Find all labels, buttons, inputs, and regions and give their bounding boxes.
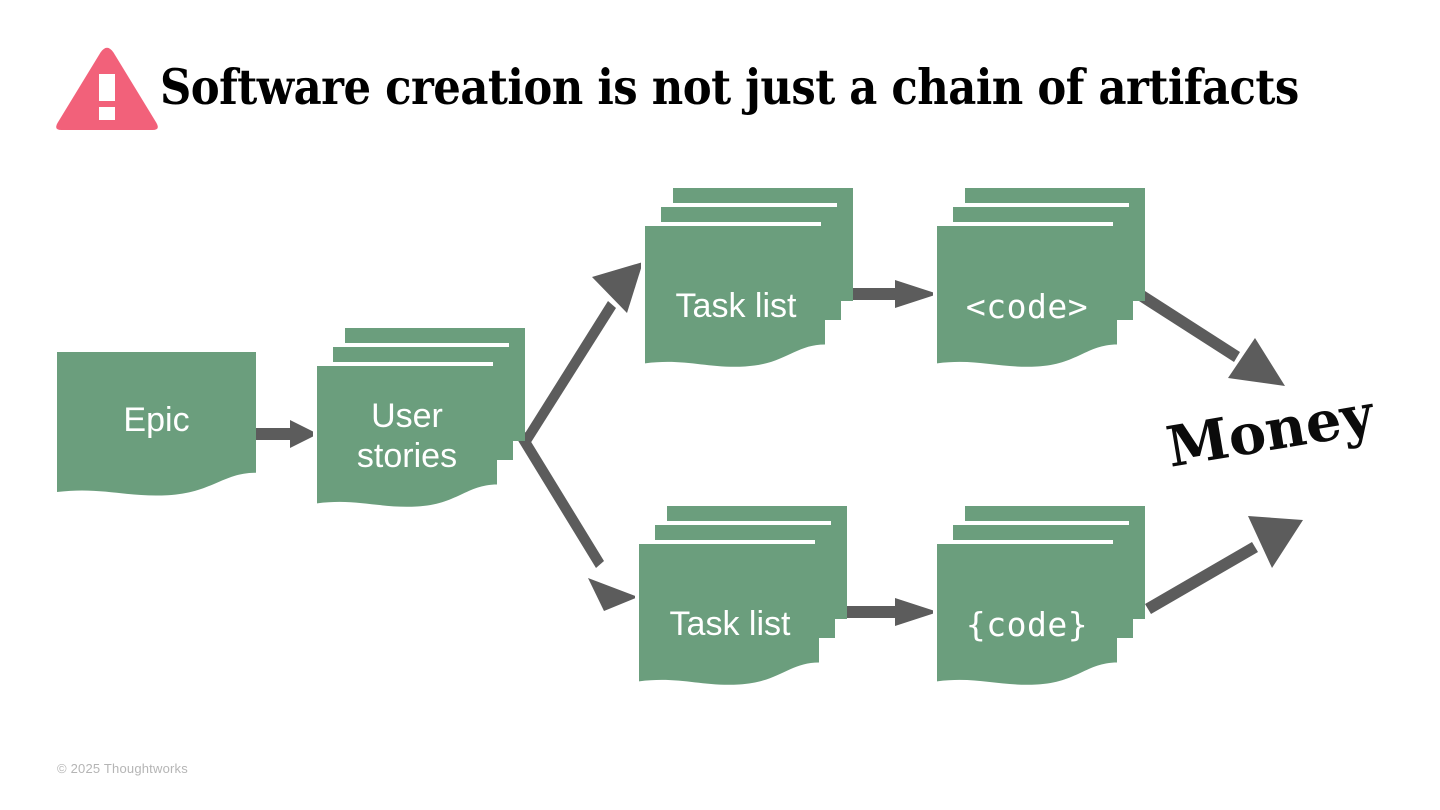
node-code-brace[interactable] bbox=[933, 506, 1145, 685]
copyright-footer: © 2025 Thoughtworks bbox=[57, 761, 188, 776]
edge-stories-to-task-list-top bbox=[522, 262, 643, 444]
edge-code-to-money-top bbox=[1139, 291, 1285, 386]
edge-task-list-top-to-code bbox=[853, 280, 938, 308]
warning-triangle-icon bbox=[56, 47, 158, 130]
node-code-angle[interactable] bbox=[933, 188, 1145, 367]
page-title: Software creation is not just a chain of… bbox=[160, 58, 1299, 116]
edge-stories-to-task-list-bottom bbox=[514, 427, 638, 611]
slide-header: Software creation is not just a chain of… bbox=[0, 0, 1440, 150]
diagram-edges bbox=[256, 262, 1303, 626]
node-user-stories[interactable] bbox=[313, 328, 525, 507]
edge-epic-to-stories bbox=[256, 420, 318, 448]
edge-code-to-money-bottom bbox=[1145, 516, 1303, 614]
node-task-list-bottom[interactable] bbox=[635, 506, 847, 685]
node-epic[interactable] bbox=[57, 352, 256, 496]
node-task-list-top[interactable] bbox=[641, 188, 853, 367]
edge-task-list-bottom-to-code bbox=[847, 598, 938, 626]
